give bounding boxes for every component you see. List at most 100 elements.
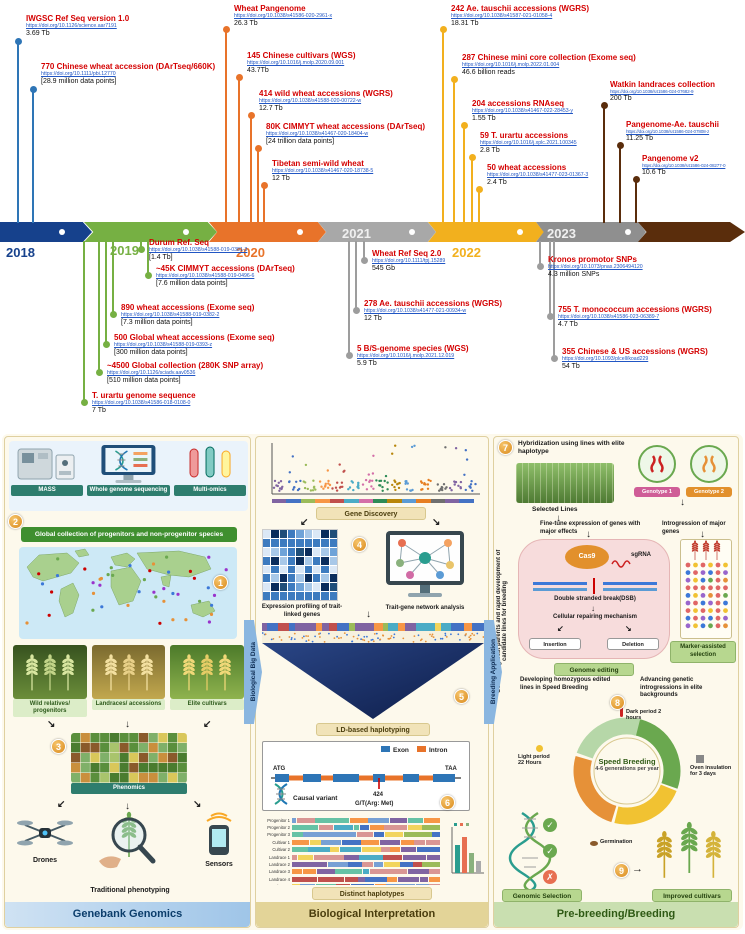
- timeline-item-doi-link[interactable]: https://doi.org/10.1038/s41588-019-0393-…: [114, 342, 213, 349]
- timeline-item-value: 1.55 Tb: [472, 114, 496, 122]
- arrow-down-icon: ↓: [680, 497, 685, 508]
- timeline-item-doi-link[interactable]: https://doi.org/10.1016/j.molp.2021.12.0…: [357, 353, 455, 360]
- timeline-item-doi-link[interactable]: https://doi.org/10.1073/pnas.2306494120: [548, 264, 643, 271]
- timeline-item-doi-link[interactable]: https://doi.org/10.1126/sciadv.aav0536: [107, 370, 196, 377]
- timeline-stem: [635, 182, 637, 223]
- timeline-item-doi-link[interactable]: https://doi.org/10.1038/s41477-023-01367…: [487, 172, 589, 179]
- elite-cell: Elite cultivars: [170, 645, 245, 717]
- timeline-segment: [638, 222, 745, 242]
- timeline-item-value: 18.31 Tb: [451, 19, 479, 27]
- timeline-item-doi-link[interactable]: https://doi.org/10.1038/s41467-020-18404…: [266, 131, 369, 138]
- timeline-item: 278 Ae. tauschii accessions (WGRS)https:…: [364, 299, 502, 323]
- timeline-item-title: 242 Ae. tauschii accessions (WGRS): [451, 4, 589, 13]
- genome-editing-diagram: Cas9 sgRNA Double stranded break(DSB) ↓ …: [518, 539, 670, 659]
- timeline-dot: [460, 121, 468, 129]
- timeline-stem: [471, 160, 473, 223]
- timeline-item-doi-link[interactable]: https://doi.org/10.1126/science.aar7191: [26, 23, 117, 30]
- light-bulb-icon: [536, 745, 543, 752]
- timeline-segment: [84, 222, 217, 242]
- year-label: 2020: [236, 245, 265, 260]
- genome-editing-label: Genome editing: [554, 663, 634, 676]
- timeline-item-doi-link[interactable]: https://doi.org/10.1111/tpj.15289: [372, 258, 446, 265]
- timeline-item-title: Durum Ref. Seq: [149, 238, 210, 247]
- thermometer-icon: [620, 707, 623, 717]
- timeline-stem: [363, 241, 365, 260]
- timeline-stem: [112, 241, 114, 314]
- breeding-panel: 7 Hybridization using lines with elite h…: [493, 436, 739, 928]
- wild-relatives-label: Wild relatives/ progenitors: [13, 699, 87, 718]
- timeline-dot: [616, 141, 624, 149]
- timeline-item-doi-link[interactable]: https://doi.org/10.1016/j.xplc.2021.1003…: [480, 140, 577, 147]
- mas-label: Marker-assisted selection: [670, 641, 736, 663]
- timeline-stem: [539, 241, 541, 266]
- timeline-dot: [600, 101, 608, 109]
- badge-3: 3: [51, 739, 66, 754]
- timeline-item-title: 755 T. monococcum accessions (WGRS): [558, 305, 712, 314]
- timeline-item-doi-link[interactable]: https://doi.org/10.1111/pbi.12770: [41, 71, 116, 78]
- timeline-item-doi-link[interactable]: https://doi.org/10.1038/s41467-022-28453…: [472, 108, 573, 115]
- elite-wheat-image: [170, 645, 245, 699]
- haplotype-row: Landrace 1: [262, 854, 440, 860]
- check-icon: ✓: [546, 820, 554, 830]
- haplotype-row: Landrace 5: [262, 884, 440, 885]
- timeline-item-doi-link[interactable]: https://doi.org/10.1038/s41588-019-0381-…: [149, 247, 248, 254]
- timeline-item-title: Wheat Ref Seq 2.0: [372, 249, 442, 258]
- timeline-item-value: 5.9 Tb: [357, 359, 377, 367]
- haplotype-row-label: Landrace 1: [269, 854, 290, 860]
- timeline-item-doi-link[interactable]: https://doi.org/10.1038/s41586-018-0108-…: [92, 400, 191, 407]
- timeline-item-value: [510 million data points]: [107, 376, 181, 384]
- badge-6: 6: [440, 795, 455, 810]
- interpretation-panel: Gene Discovery ↙ ↘ Expression profiling …: [255, 436, 489, 928]
- haplotype-row-label: Landrace 5: [262, 884, 292, 885]
- timeline-item-doi-link[interactable]: https://doi.org/10.1038/s41467-020-18738…: [272, 168, 374, 175]
- timeline-dot: [80, 398, 88, 406]
- speed-breeding-center: Speed Breeding 4-6 generations per year: [593, 757, 661, 772]
- timeline-item-doi-link[interactable]: https://doi.org/10.1093/plcell/koad229: [562, 356, 649, 363]
- haplotype-row: Landrace 4: [262, 876, 440, 882]
- arrow-down-icon: ↓: [556, 513, 561, 524]
- multiomics-tool: Multi-omics: [173, 443, 246, 509]
- timeline-item-doi-link[interactable]: https://doi.org/10.1016/j.molp.2022.01.0…: [462, 62, 560, 69]
- tools-row: MASS Whole genome sequencing Multi-omics: [9, 441, 248, 511]
- timeline-item-title: 204 accessions RNAseq: [472, 99, 565, 108]
- timeline-item-value: 54 Tb: [562, 362, 580, 370]
- timeline-item: 287 Chinese mini core collection (Exome …: [462, 53, 636, 77]
- speed-breeding-ring: [573, 717, 681, 825]
- timeline-item: 242 Ae. tauschii accessions (WGRS)https:…: [451, 4, 589, 28]
- timeline-item-doi-link[interactable]: https://doi.org/10.1038/s41586-024-07682…: [610, 89, 694, 95]
- elite-cultivars-label: Elite cultivars: [170, 699, 245, 711]
- timeline-item-title: 80K CIMMYT wheat accessions (DArTseq): [266, 122, 426, 131]
- timeline-joint-dot: [517, 229, 523, 235]
- timeline-item-doi-link[interactable]: https://doi.org/10.1038/s41586-024-08277…: [642, 163, 726, 169]
- timeline-dot: [260, 181, 268, 189]
- breeding-application-label: Breeding Application: [489, 639, 497, 705]
- timeline-stem: [549, 241, 551, 316]
- timeline-item-doi-link[interactable]: https://doi.org/10.1038/s41587-021-01058…: [451, 13, 553, 20]
- breeding-pipeline: MASS Whole genome sequencing Multi-omics…: [2, 434, 743, 930]
- light-period-label: Light period 22 Hours: [518, 754, 550, 767]
- timeline-item-value: 2.8 Tb: [480, 146, 500, 154]
- timeline-item-value: 4.3 million SNPs: [548, 270, 600, 278]
- timeline-joint-dot: [409, 229, 415, 235]
- marker-dot-grid: [685, 562, 728, 629]
- intron-legend-label: Intron: [429, 747, 447, 754]
- timeline-item-doi-link[interactable]: https://doi.org/10.1038/s41588-019-0496-…: [156, 273, 255, 280]
- timeline-stem: [263, 188, 265, 223]
- timeline-item-doi-link[interactable]: https://doi.org/10.1016/j.molp.2020.09.0…: [247, 60, 345, 67]
- timeline-item-doi-link[interactable]: https://doi.org/10.1038/s41586-023-06389…: [558, 314, 660, 321]
- timeline-stem: [463, 128, 465, 223]
- genotype2-image: [690, 445, 728, 483]
- timeline-item-doi-link[interactable]: https://doi.org/10.1038/s41588-020-00722…: [259, 98, 362, 105]
- timeline-stem: [553, 241, 555, 358]
- timeline-item-doi-link[interactable]: https://doi.org/10.1038/s41477-021-00934…: [364, 308, 467, 315]
- timeline-item-doi-link[interactable]: https://doi.org/10.1038/s41588-019-0382-…: [121, 312, 220, 319]
- timeline-item-doi-link[interactable]: https://doi.org/10.1038/s41586-020-2961-…: [234, 13, 333, 20]
- timeline-item-title: 355 Chinese & US accessions (WGRS): [562, 347, 708, 356]
- timeline-item-doi-link[interactable]: https://doi.org/10.1038/s41586-024-07808…: [626, 129, 710, 135]
- timeline-item-title: ~4500 Global collection (280K SNP array): [107, 361, 264, 370]
- ld-plot: [262, 623, 484, 719]
- repair-label: Cellular repairing mechanism: [552, 614, 638, 620]
- ld-label: LD-based haplotyping: [316, 723, 430, 736]
